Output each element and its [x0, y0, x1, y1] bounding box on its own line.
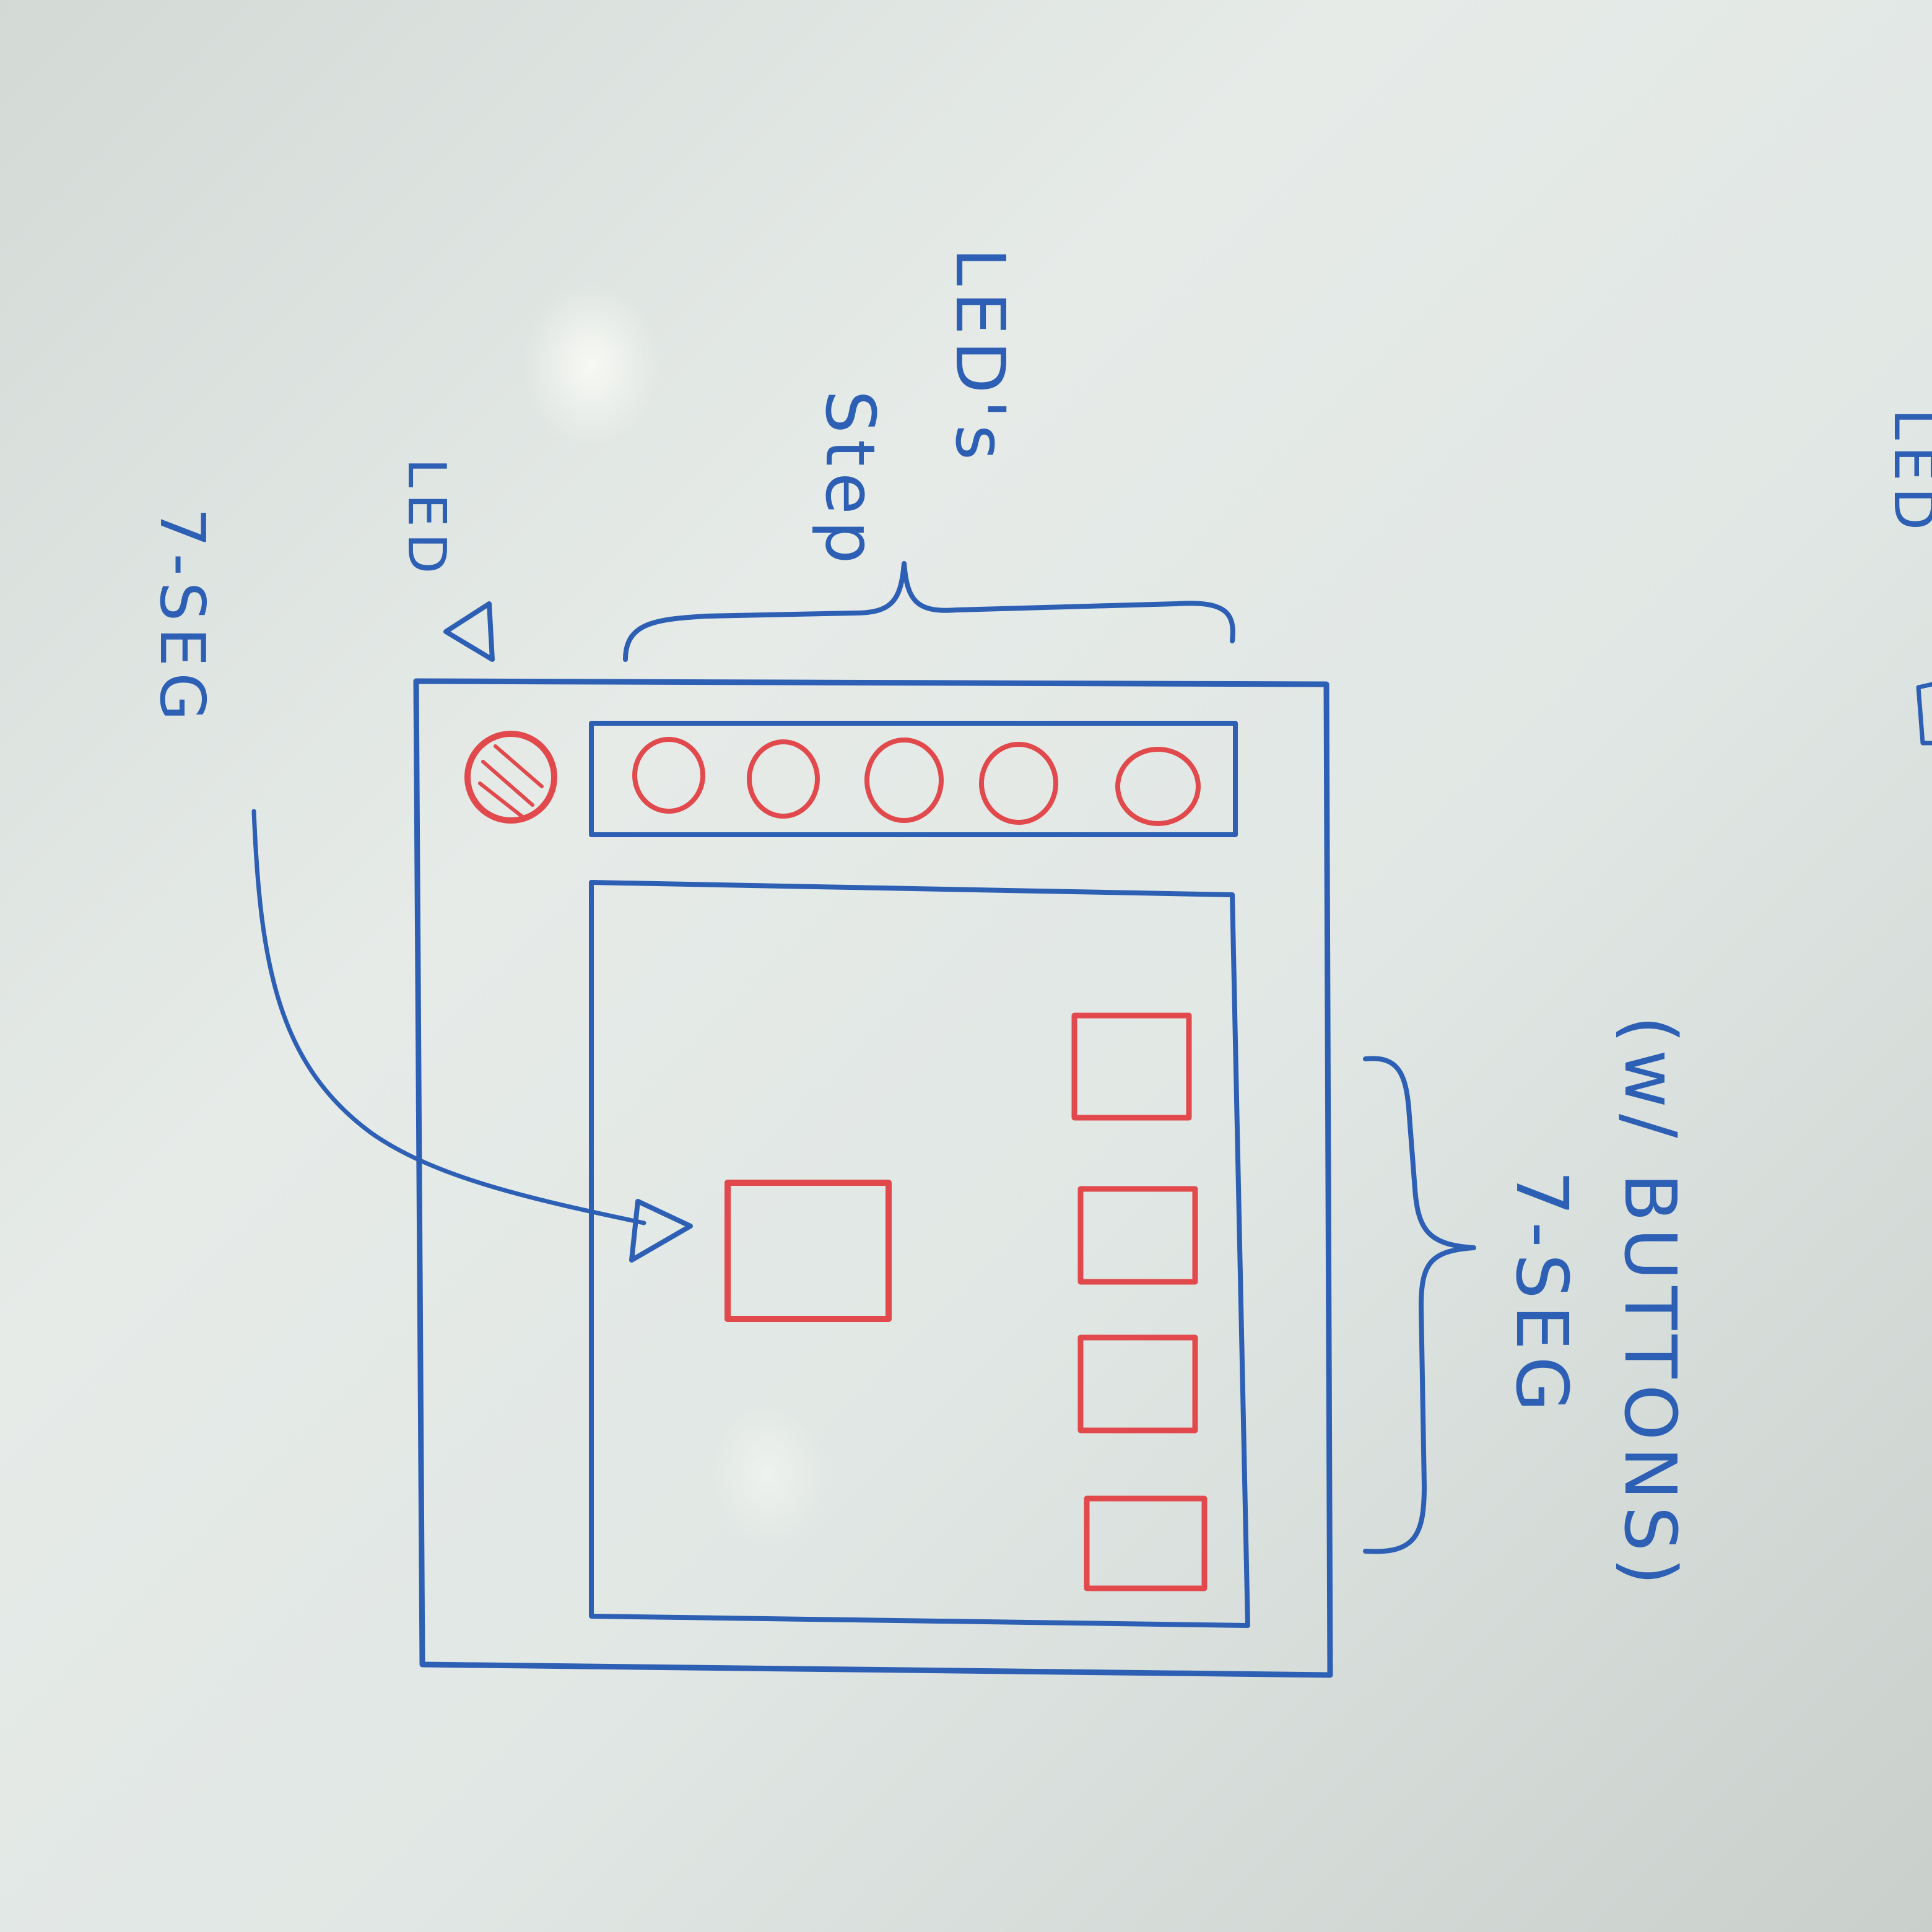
display-panel — [589, 880, 1250, 1628]
seven-seg-button — [1077, 1186, 1198, 1285]
step-led — [864, 738, 944, 823]
seven-seg-label: 7-SEG — [146, 508, 219, 727]
step-led-strip — [589, 721, 1238, 837]
step-led — [632, 737, 705, 814]
seven-seg-pointer — [251, 809, 646, 1225]
device-enclosure — [413, 678, 1333, 1678]
led-arrowhead — [443, 601, 495, 662]
seven-seg-buttons-brace — [1363, 1056, 1476, 1554]
seven-seg-buttons-label-line1: 7-SEG — [1500, 1170, 1583, 1417]
led-label: LED — [396, 458, 457, 580]
step-leds-label-line1: Step — [811, 390, 890, 570]
step-leds — [632, 737, 1201, 826]
seven-seg-buttons-label-line2: (w/ BUTTONS) — [1608, 1016, 1691, 1591]
step-leds-brace — [623, 561, 1235, 662]
step-leds-label-line2: LED's — [941, 248, 1020, 466]
edge-partial-label: LED — [1881, 409, 1932, 536]
seven-seg-button — [1077, 1334, 1198, 1434]
status-led — [464, 731, 557, 824]
step-led — [747, 739, 820, 819]
step-led — [1115, 747, 1201, 826]
seven-seg-display — [724, 1180, 892, 1322]
seven-seg-arrowhead — [629, 1199, 693, 1263]
seven-seg-button — [1071, 1012, 1192, 1121]
seven-seg-buttons — [1071, 1012, 1208, 1591]
edge-partial-box — [1916, 682, 1932, 746]
step-led — [979, 742, 1058, 825]
seven-seg-button — [1084, 1495, 1208, 1591]
